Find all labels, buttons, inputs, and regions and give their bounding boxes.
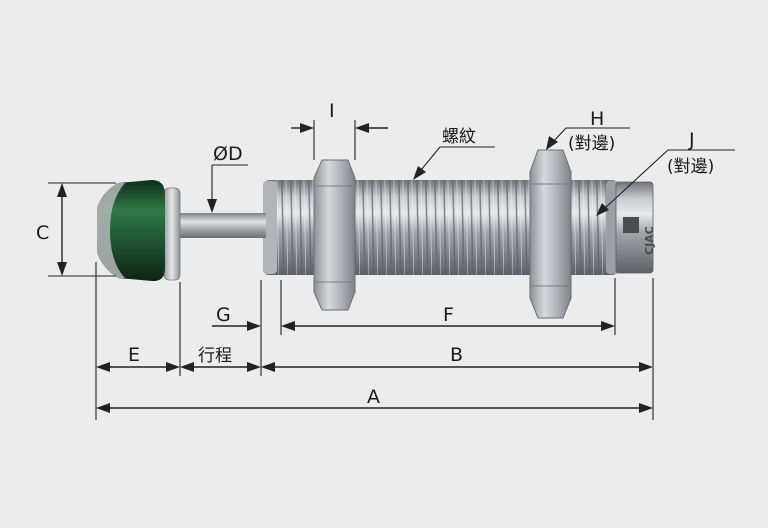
dimension-lines bbox=[48, 120, 735, 420]
label-h: H bbox=[590, 108, 604, 130]
label-stroke: 行程 bbox=[198, 346, 232, 366]
label-e: E bbox=[128, 344, 140, 366]
shock-absorber: CJAC bbox=[97, 149, 656, 319]
urethane-cap bbox=[97, 180, 165, 282]
nut-h bbox=[529, 149, 572, 319]
dimension-labels: C ØD I 螺紋 H (對邊) J (對邊) G F E 行程 B A bbox=[36, 100, 714, 408]
label-j: J bbox=[688, 129, 695, 151]
label-f: F bbox=[443, 304, 454, 326]
label-a: A bbox=[367, 386, 380, 408]
label-c: C bbox=[36, 222, 49, 244]
nut-i bbox=[313, 159, 356, 311]
label-d: ØD bbox=[213, 143, 243, 165]
label-h-sub: (對邊) bbox=[568, 134, 615, 154]
label-j-sub: (對邊) bbox=[667, 157, 714, 177]
label-g: G bbox=[216, 304, 231, 326]
cjac-logo: CJAC bbox=[623, 217, 656, 255]
stopper-disk bbox=[163, 187, 181, 281]
piston-rod bbox=[180, 213, 266, 238]
logo-text: CJAC bbox=[643, 226, 656, 255]
label-thread: 螺紋 bbox=[442, 127, 476, 147]
label-b: B bbox=[450, 344, 463, 366]
label-i: I bbox=[329, 100, 335, 122]
